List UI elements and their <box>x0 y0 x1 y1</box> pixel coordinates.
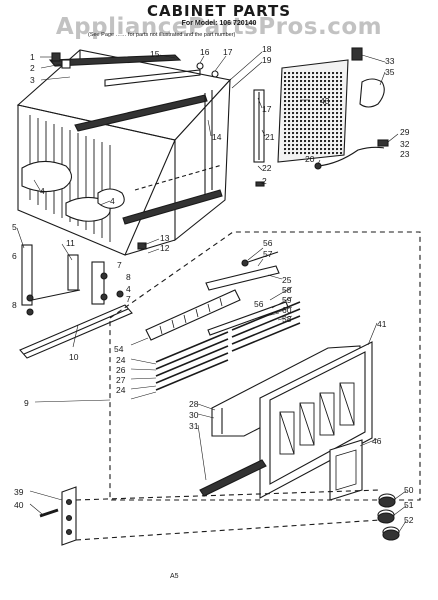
footer-code: A5 <box>170 573 179 580</box>
callout-46: 46 <box>372 436 382 446</box>
callout-51: 51 <box>404 500 414 510</box>
part-33-clip <box>351 47 363 61</box>
callout-25: 25 <box>282 275 292 285</box>
model-line: For Model: 106 720140 <box>181 20 257 27</box>
leader-lines <box>16 51 407 533</box>
callout-15: 15 <box>150 49 160 59</box>
front-assembly <box>145 251 373 501</box>
watermark: AppliancePartsPros.com <box>55 14 383 40</box>
callout-30: 30 <box>189 410 199 420</box>
callout-4: 4 <box>40 186 45 196</box>
callout-10: 10 <box>69 352 79 362</box>
callout-33: 33 <box>385 56 395 66</box>
callout-35: 35 <box>385 67 395 77</box>
callout-14: 14 <box>212 132 222 142</box>
control-knobs <box>377 493 400 541</box>
callout-50: 50 <box>404 485 414 495</box>
callout-8: 8 <box>12 300 17 310</box>
callout-54: 54 <box>114 344 124 354</box>
callout-24: 24 <box>116 355 126 365</box>
callout-43: 43 <box>320 96 330 106</box>
part-35-bracket <box>359 78 385 108</box>
callout-56: 56 <box>263 238 273 248</box>
callout-7: 7 <box>126 294 131 304</box>
callout-11: 11 <box>66 238 75 248</box>
callout-57: 57 <box>263 249 273 259</box>
callout-56: 56 <box>254 299 264 309</box>
callout-12: 12 <box>160 243 170 253</box>
callout-32: 32 <box>400 139 410 149</box>
callout-17: 17 <box>223 47 233 57</box>
bottom-bracket <box>39 486 381 546</box>
callout-20: 20 <box>305 154 315 164</box>
callout-39: 39 <box>14 487 24 497</box>
callout-28: 28 <box>189 399 199 409</box>
callout-24: 24 <box>116 385 126 395</box>
filter-panel <box>277 59 349 163</box>
callout-40: 40 <box>14 500 24 510</box>
callout-1: 1 <box>30 52 35 62</box>
callout-31: 31 <box>189 421 199 431</box>
callout-27: 27 <box>116 375 126 385</box>
callout-2: 2 <box>30 63 35 73</box>
callout-4: 4 <box>126 284 131 294</box>
callout-58: 58 <box>282 314 292 324</box>
callout-58: 58 <box>282 285 292 295</box>
callout-2: 2 <box>262 176 267 186</box>
callout-21: 21 <box>265 132 275 142</box>
callout-18: 18 <box>262 44 272 54</box>
callout-9: 9 <box>24 398 29 408</box>
callout-19: 19 <box>262 55 272 65</box>
note-line: (See Page …… for parts not illustrated a… <box>88 32 236 38</box>
page-title: CABINET PARTS <box>146 2 292 20</box>
callout-5: 5 <box>12 222 17 232</box>
callout-23: 23 <box>400 149 410 159</box>
callout-6: 6 <box>12 251 17 261</box>
callout-17: 17 <box>262 104 272 114</box>
callout-26: 26 <box>116 365 126 375</box>
callout-41: 41 <box>377 319 387 329</box>
callout-7: 7 <box>117 260 122 270</box>
callout-13: 13 <box>160 233 170 243</box>
callout-59: 59 <box>282 295 292 305</box>
callout-29: 29 <box>400 127 410 137</box>
cabinet-shell <box>16 49 232 256</box>
callout-52: 52 <box>404 515 414 525</box>
callout-8: 8 <box>126 272 131 282</box>
callout-4: 4 <box>110 196 115 206</box>
power-cord <box>317 146 385 167</box>
front-assembly-box <box>109 231 421 501</box>
side-brackets <box>21 242 147 316</box>
callout-22: 22 <box>262 163 272 173</box>
callout-16: 16 <box>200 47 210 57</box>
callout-3: 3 <box>30 75 35 85</box>
callout-60: 60 <box>282 305 292 315</box>
